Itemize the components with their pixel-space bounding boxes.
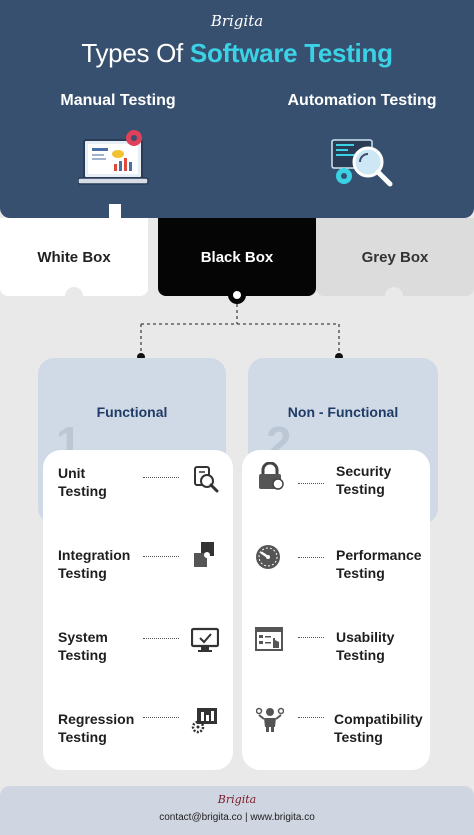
dotted-leader [143,717,179,718]
automation-testing-title: Automation Testing [287,92,437,109]
manual-testing-illustration-icon [78,130,149,185]
speedometer-icon [256,545,280,569]
dotted-leader [298,717,324,718]
lock-icon [259,462,284,490]
footer-contact-links[interactable]: contact@brigita.co | www.brigita.co [159,812,315,823]
footer: Brigita contact@brigita.co | www.brigita… [0,786,474,835]
tab-notch [385,287,403,305]
header-banner: Brigita Types Of Software Testing Manual… [0,0,474,218]
dotted-leader [143,477,179,478]
person-gears-icon [256,707,284,732]
puzzle-documents-icon [194,542,214,567]
tab-white-box[interactable]: White Box [0,218,148,296]
title-prefix: Types Of [81,38,183,68]
footer-brand-logo: Brigita [217,793,257,806]
automation-testing-illustration-icon [331,139,393,187]
checklist-hand-icon [255,627,283,651]
non-functional-label: Non - Functional [287,404,399,420]
dotted-leader [143,556,179,557]
tab-notch [65,287,83,305]
dotted-leader [298,557,324,558]
chart-gear-icon [191,708,217,734]
page-title: Types Of Software Testing [0,38,474,69]
brand-logo: Brigita [210,12,264,30]
dotted-leader [298,483,324,484]
magnifier-document-icon [194,466,219,493]
tab-black-box[interactable]: Black Box [158,218,316,296]
manual-testing-title: Manual Testing [60,92,176,109]
tree-connector [137,286,343,361]
tab-grey-box[interactable]: Grey Box [316,218,474,296]
title-highlight: Software Testing [189,38,393,68]
dotted-leader [143,638,179,639]
dotted-leader [298,637,324,638]
monitor-check-icon [191,627,219,652]
functional-label: Functional [96,404,168,420]
